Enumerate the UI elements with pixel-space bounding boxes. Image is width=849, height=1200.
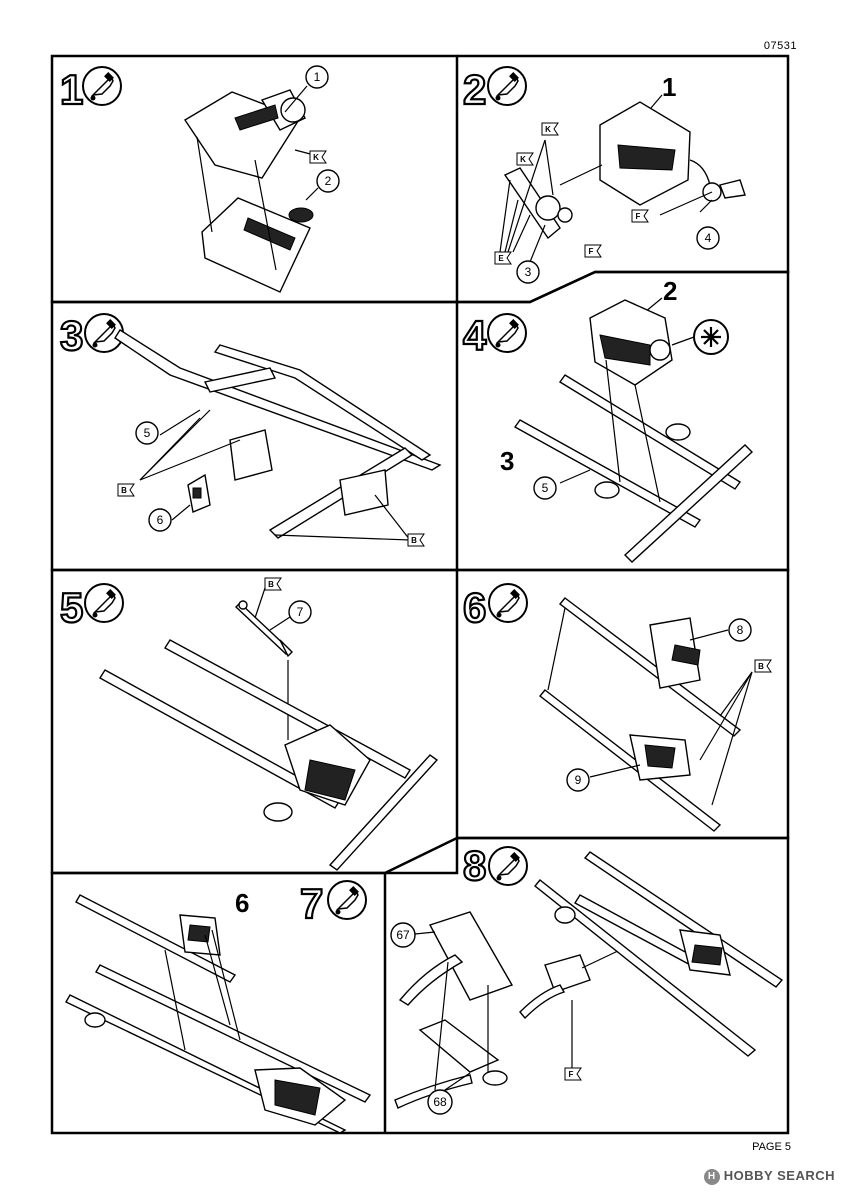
flag-b-2: B: [407, 533, 425, 547]
step-4: 4 2 3 5: [462, 276, 754, 563]
svg-text:B: B: [411, 536, 417, 545]
step-number: 3: [60, 312, 83, 359]
svg-text:B: B: [758, 662, 764, 671]
engine-cover-part: [184, 89, 306, 179]
step-number: 8: [463, 842, 486, 889]
assembly-label: 1: [662, 72, 676, 102]
step-2: 2 1 K K E F: [462, 65, 746, 284]
glue-tube-icon: [327, 880, 367, 920]
assembly-label: 2: [663, 276, 677, 306]
engine-block-part: [599, 101, 711, 206]
step-number: 5: [60, 584, 83, 631]
side-step-part: [519, 954, 591, 1020]
chassis-frame-part: [99, 639, 439, 871]
svg-text:3: 3: [525, 265, 532, 279]
svg-text:K: K: [313, 153, 319, 162]
callout-8: 8: [728, 618, 752, 642]
callout-1: 1: [305, 65, 329, 89]
flag-k: K: [309, 150, 327, 164]
step-number: 2: [463, 66, 486, 113]
flag-b-1: B: [117, 483, 135, 497]
callout-7: 7: [288, 600, 312, 624]
watermark-text: HOBBY SEARCH: [723, 1168, 835, 1184]
step-number: 7: [300, 880, 323, 927]
svg-text:7: 7: [297, 605, 304, 619]
svg-text:K: K: [545, 125, 551, 134]
page-label: PAGE 5: [752, 1141, 791, 1153]
svg-text:F: F: [569, 1070, 574, 1079]
step-8: 8 67 68 F: [390, 841, 784, 1115]
step-1: 1 1 2 K: [59, 65, 340, 293]
callout-2: 2: [316, 169, 340, 193]
svg-text:1: 1: [314, 70, 321, 84]
svg-text:F: F: [636, 212, 641, 221]
axle-part: [558, 597, 742, 737]
svg-text:E: E: [498, 254, 504, 263]
glue-tube-icon: [84, 583, 124, 623]
fan-belt-part: [503, 167, 573, 240]
callout-4: 4: [696, 226, 720, 250]
step-7: 7 6: [65, 879, 372, 1134]
panel-frames: [50, 54, 790, 1135]
flag-b: B: [264, 577, 282, 591]
glue-tube-icon: [487, 66, 527, 106]
callout-67: 67: [390, 922, 416, 948]
flag-f-1: F: [584, 244, 602, 258]
svg-text:5: 5: [144, 426, 151, 440]
asterisk-icon: [693, 319, 729, 355]
step-6: 6 8 9 B: [462, 583, 772, 832]
callout-3: 3: [516, 260, 540, 284]
svg-text:F: F: [589, 247, 594, 256]
flag-e: E: [494, 251, 512, 265]
flag-k-1: K: [541, 122, 559, 136]
driveshaft-part: [234, 600, 293, 658]
callout-68: 68: [427, 1089, 453, 1115]
glue-tube-icon: [488, 583, 528, 623]
svg-text:B: B: [121, 486, 127, 495]
callout-5: 5: [533, 476, 557, 500]
step-3: 3 5 6 B B: [59, 311, 442, 547]
svg-text:K: K: [520, 155, 526, 164]
step-5: 5 7 B: [59, 577, 439, 871]
glue-tube-icon: [488, 846, 528, 886]
svg-text:B: B: [268, 580, 274, 589]
flag-b: B: [754, 659, 772, 673]
callout-5: 5: [135, 421, 159, 445]
chassis-frame-part: [534, 851, 784, 1057]
callout-6: 6: [148, 508, 172, 532]
svg-text:67: 67: [396, 928, 410, 942]
svg-text:2: 2: [325, 174, 332, 188]
svg-text:4: 4: [705, 231, 712, 245]
document-code: 07531: [763, 40, 797, 52]
assembly-label: 6: [235, 888, 249, 918]
bracket-part: [187, 473, 211, 513]
chassis-frame-part: [513, 374, 754, 563]
step-number: 6: [463, 584, 486, 631]
pulley-part: [702, 179, 746, 202]
hobby-search-logo-icon: H: [703, 1169, 720, 1185]
callout-9: 9: [566, 768, 590, 792]
transmission-part: [538, 689, 722, 832]
svg-text:5: 5: [542, 481, 549, 495]
step-number: 4: [463, 312, 487, 359]
glue-tube-icon: [82, 66, 122, 106]
flag-f: F: [564, 1067, 582, 1081]
svg-text:8: 8: [737, 623, 744, 637]
svg-text:68: 68: [433, 1095, 447, 1109]
flag-k-2: K: [516, 152, 534, 166]
axle-part: [75, 894, 237, 983]
step-number: 1: [60, 66, 83, 113]
oil-pan-part: [201, 197, 314, 293]
glue-tube-icon: [487, 313, 527, 353]
flag-f-2: F: [631, 209, 649, 223]
svg-text:6: 6: [157, 513, 164, 527]
chassis-frame-part: [114, 329, 442, 539]
engine-assembly-part: [589, 299, 673, 386]
assembly-label: 3: [500, 446, 514, 476]
chassis-frame-part: [65, 964, 372, 1134]
svg-text:9: 9: [575, 773, 582, 787]
